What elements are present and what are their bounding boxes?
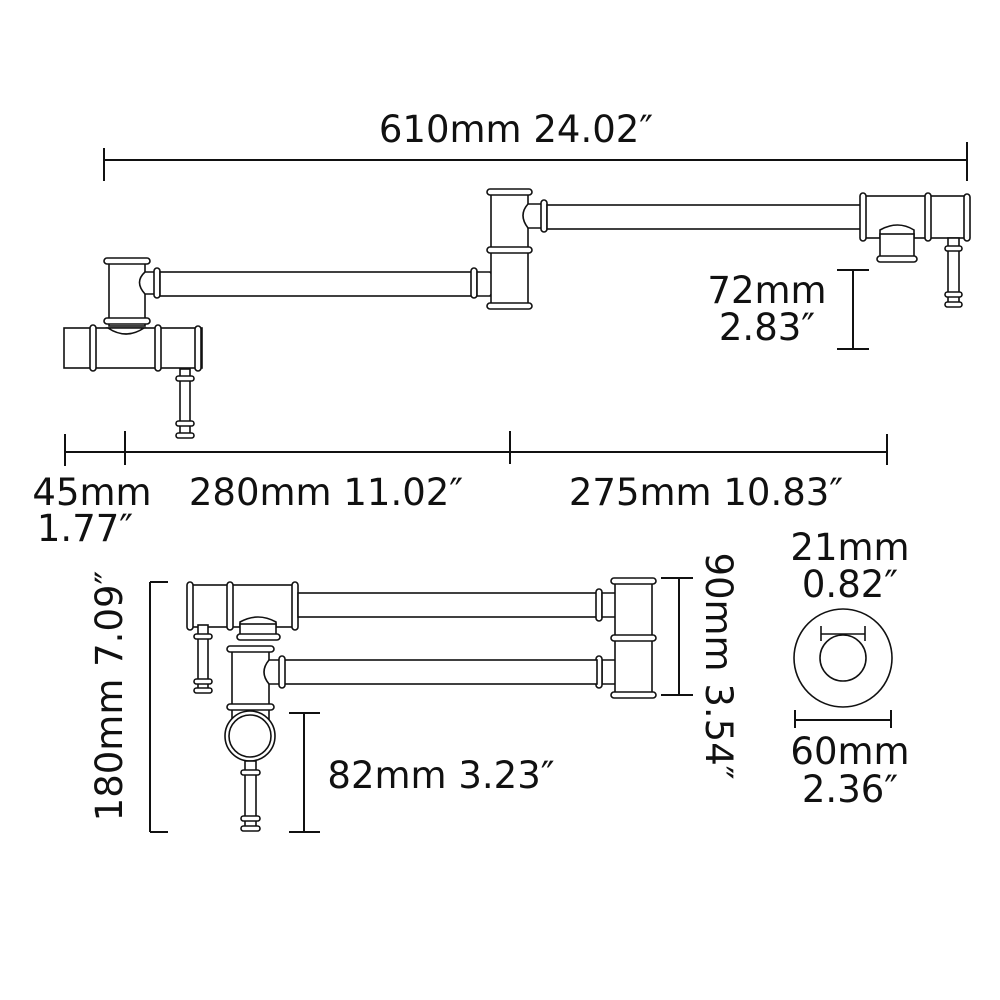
folded-spout-head bbox=[186, 581, 299, 694]
flange-inner-circle bbox=[819, 634, 867, 682]
arm-spacing-label: 90mm 3.54″ bbox=[697, 552, 740, 779]
overall-width-dimension bbox=[103, 142, 968, 181]
wall-offset-mm: 45mm bbox=[32, 471, 151, 514]
wall-mount-body bbox=[63, 324, 203, 439]
faucet-extended-view: 610mm 24.02″ bbox=[32, 108, 971, 550]
first-arm-label: 280mm 11.02″ bbox=[189, 471, 463, 514]
spout-drop-mm: 72mm bbox=[707, 269, 826, 312]
segment-dimension-chain bbox=[64, 431, 888, 466]
arm-spacing-dimension bbox=[661, 577, 693, 696]
folded-upper-arm bbox=[297, 592, 599, 618]
outer-diameter-in: 2.36″ bbox=[802, 768, 898, 811]
first-arm-pipe bbox=[159, 271, 474, 297]
wall-offset-in: 1.77″ bbox=[37, 507, 133, 550]
flange-view: 21mm 0.82″ 60mm 2.36″ bbox=[790, 526, 909, 811]
base-height-label: 82mm 3.23″ bbox=[327, 754, 554, 797]
spout-head bbox=[859, 192, 971, 308]
middle-swivel-joint bbox=[470, 188, 548, 310]
inner-diameter-mm: 21mm bbox=[790, 526, 909, 569]
spout-drop-dimension bbox=[837, 269, 869, 350]
inner-diameter-dimension bbox=[820, 626, 866, 641]
inner-diameter-in: 0.82″ bbox=[802, 563, 898, 606]
folded-wall-base bbox=[224, 645, 286, 832]
outer-diameter-dimension bbox=[794, 710, 892, 728]
first-swivel-joint bbox=[103, 257, 161, 327]
faucet-folded-view: 180mm 7.09″ bbox=[88, 552, 740, 833]
outer-diameter-mm: 60mm bbox=[790, 730, 909, 773]
total-height-label: 180mm 7.09″ bbox=[88, 571, 131, 822]
base-height-dimension bbox=[289, 712, 320, 833]
folded-lower-arm bbox=[282, 659, 598, 685]
folded-swivel-joint bbox=[595, 577, 657, 699]
total-height-dimension bbox=[149, 581, 168, 833]
second-arm-pipe bbox=[546, 204, 863, 230]
second-arm-label: 275mm 10.83″ bbox=[569, 471, 843, 514]
overall-width-label: 610mm 24.02″ bbox=[379, 108, 653, 151]
spout-drop-in: 2.83″ bbox=[719, 306, 815, 349]
